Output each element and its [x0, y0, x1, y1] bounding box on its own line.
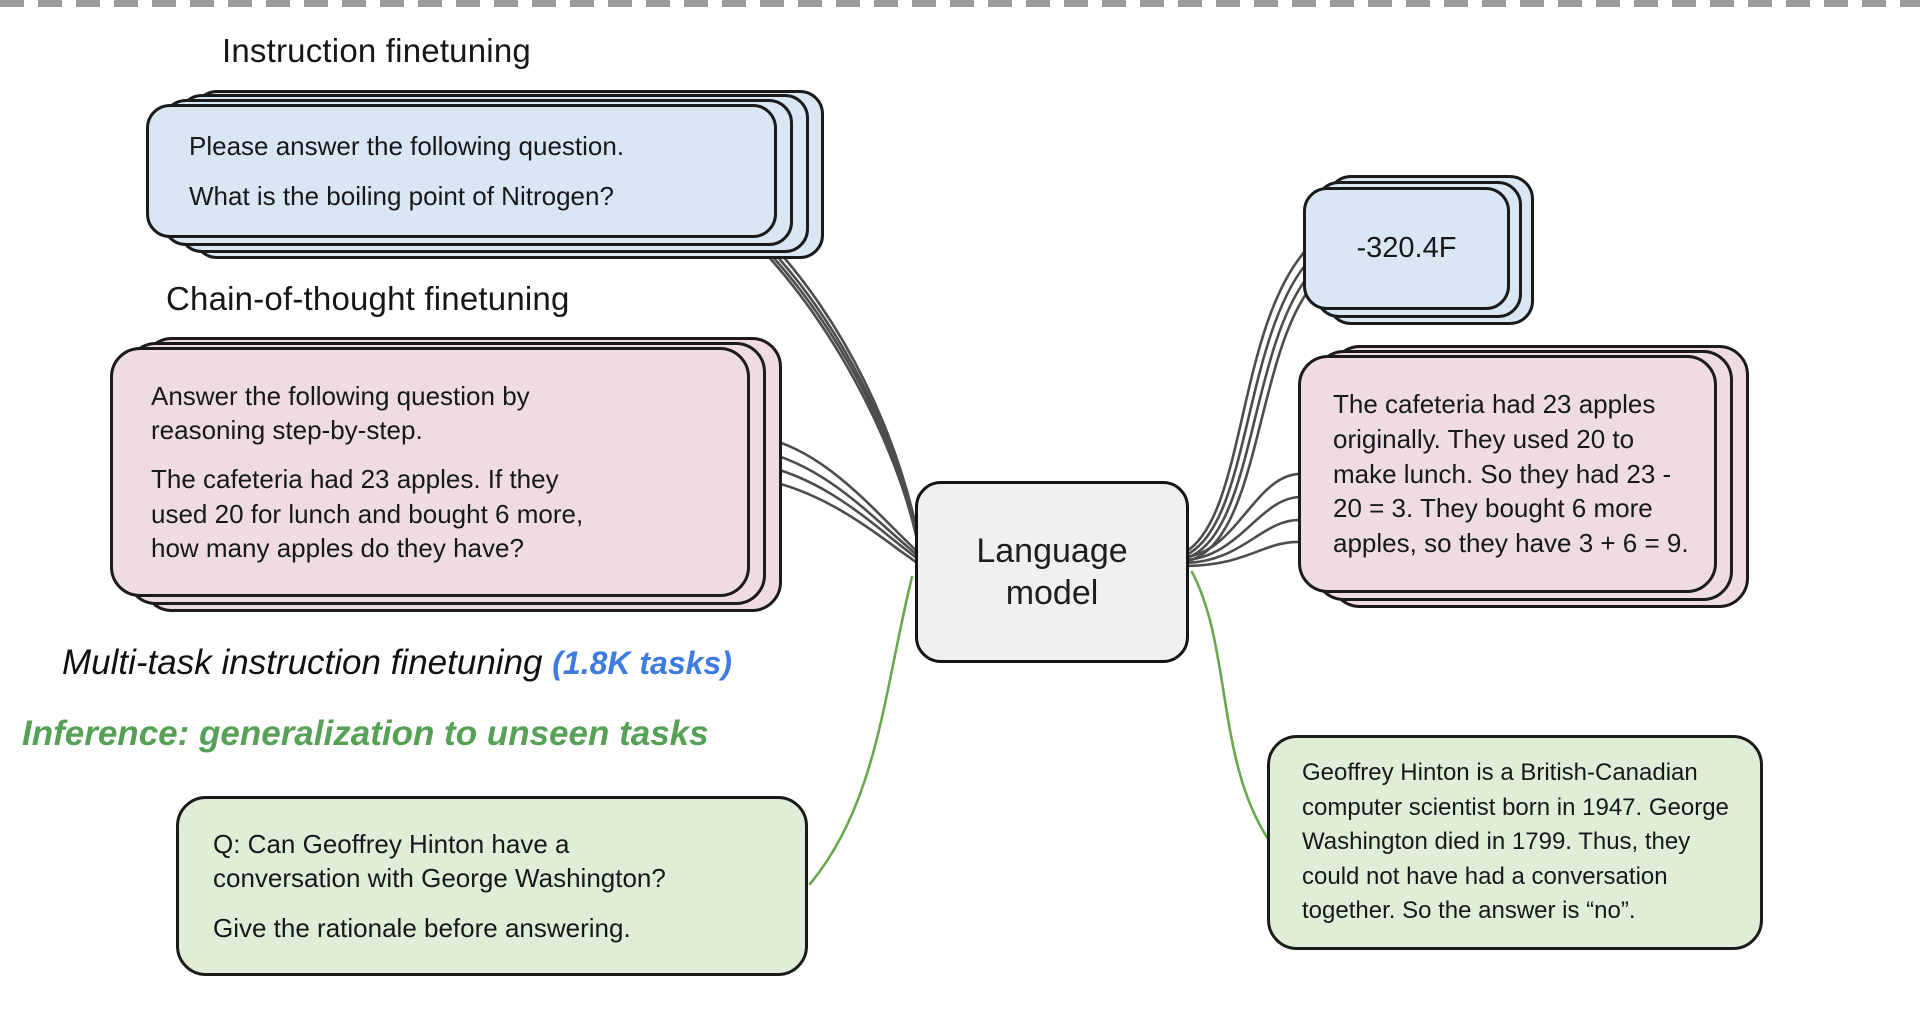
inference-output-card: Geoffrey Hinton is a British-Canadian co… [1267, 735, 1763, 950]
train-inference-divider [0, 0, 1920, 7]
inference-output-text: Geoffrey Hinton is a British-Canadian co… [1302, 759, 1729, 925]
instruction-input-text-2: What is the boiling point of Nitrogen? [189, 180, 614, 211]
multitask-finetuning-label: Multi-task instruction finetuning (1.8K … [62, 643, 732, 683]
cot-input-card: Answer the following question by reasoni… [110, 347, 750, 597]
instruction-input-card-stack: Please answer the following question. Wh… [146, 90, 824, 259]
cot-output-card-stack: The cafeteria had 23 apples originally. … [1298, 345, 1749, 608]
model-to-inference-input-connector [808, 575, 914, 886]
cot-input-text-2: The cafeteria had 23 apples. If they use… [151, 464, 584, 563]
instruction-output-card-stack: -320.4F [1303, 175, 1534, 325]
language-model-box: Language model [915, 481, 1189, 663]
cot-finetuning-title: Chain-of-thought finetuning [166, 280, 570, 317]
instruction-input-text-1: Please answer the following question. [189, 131, 625, 162]
instruction-output-card: -320.4F [1303, 187, 1510, 310]
cot-input-card-stack: Answer the following question by reasoni… [110, 337, 782, 612]
inference-input-card: Q: Can Geoffrey Hinton have a conversati… [176, 796, 808, 976]
language-model-label: Language model [976, 531, 1128, 612]
cot-output-card: The cafeteria had 23 apples originally. … [1298, 355, 1717, 593]
model-to-cot-output-connectors [1182, 472, 1304, 568]
model-to-inference-output-connector [1190, 570, 1272, 844]
inference-input-text-1: Q: Can Geoffrey Hinton have a conversati… [213, 829, 666, 894]
instruction-finetuning-title: Instruction finetuning [222, 32, 531, 69]
multitask-finetuning-text: Multi-task instruction finetuning [62, 643, 543, 682]
cot-output-text: The cafeteria had 23 apples originally. … [1333, 388, 1689, 559]
inference-section-title: Inference: generalization to unseen task… [22, 714, 709, 753]
task-count-badge: (1.8K tasks) [552, 645, 732, 681]
instruction-input-card: Please answer the following question. Wh… [146, 104, 777, 238]
instruction-output-text: -320.4F [1356, 232, 1457, 265]
inference-input-text-2: Give the rationale before answering. [213, 912, 631, 943]
cot-input-text-1: Answer the following question by reasoni… [151, 380, 530, 446]
